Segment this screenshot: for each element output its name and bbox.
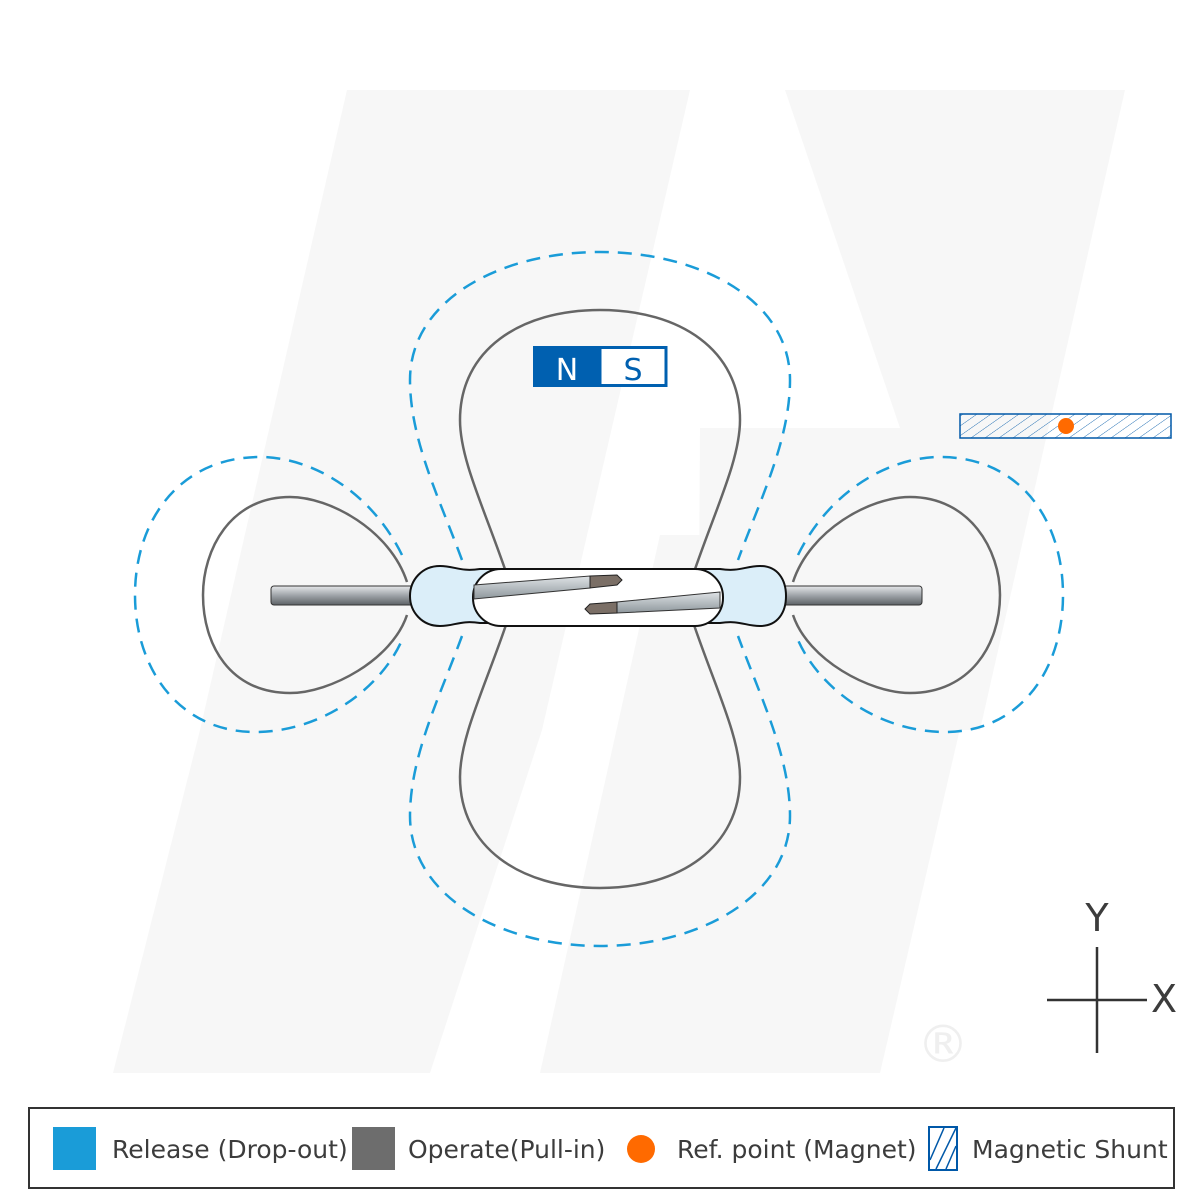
left-lead	[270, 585, 417, 606]
magnet-north-pole	[533, 346, 600, 387]
magnet: N S	[533, 346, 668, 388]
release-field-lines	[133, 250, 1065, 948]
north-label: N	[556, 353, 578, 388]
legend-label-ref-point: Ref. point (Magnet)	[677, 1135, 917, 1164]
registered-mark: ®	[917, 1015, 969, 1075]
watermark-logo: ®	[113, 90, 1125, 1075]
contact-right	[584, 601, 618, 615]
right-lead	[779, 585, 923, 606]
legend-swatch-operate	[352, 1127, 395, 1170]
legend-label-operate: Operate(Pull-in)	[408, 1135, 605, 1164]
reference-point	[1058, 418, 1074, 434]
axis-indicator	[1047, 947, 1147, 1053]
south-label: S	[623, 353, 642, 388]
magnet-south-pole	[598, 346, 668, 387]
legend: Release (Drop-out) Operate(Pull-in) Ref.…	[28, 1107, 1175, 1189]
legend-swatch-release	[53, 1127, 96, 1170]
legend-label-release: Release (Drop-out)	[112, 1135, 348, 1164]
magnetic-shunt	[959, 413, 1172, 439]
operate-field-lines	[201, 308, 1002, 890]
contact-left	[589, 574, 623, 589]
y-axis-label: Y	[1084, 896, 1109, 940]
legend-swatch-shunt	[928, 1126, 958, 1171]
legend-swatch-ref-point	[627, 1135, 655, 1163]
reed-switch	[270, 564, 923, 628]
x-axis-label: X	[1151, 977, 1177, 1021]
legend-label-shunt: Magnetic Shunt	[972, 1135, 1168, 1164]
